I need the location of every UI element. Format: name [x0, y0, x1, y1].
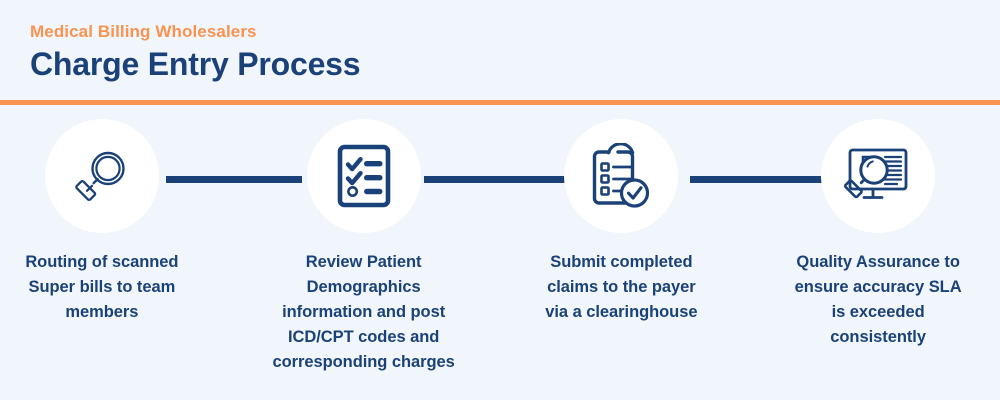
step-2-label: Review Patient Demographics information … [272, 253, 455, 371]
monitor-magnifier-icon [844, 145, 912, 207]
step-3-label: Submit completed claims to the payer via… [545, 253, 698, 321]
step-list: Routing of scanned Super bills to team m… [0, 105, 1000, 375]
step-4-label: Quality Assurance to ensure accuracy SLA… [794, 253, 962, 346]
process-step-4: Quality Assurance to ensure accuracy SLA… [756, 105, 1000, 350]
process-step-1: Routing of scanned Super bills to team m… [0, 105, 224, 325]
step-2-icon-circle [306, 119, 421, 233]
checklist-document-icon [335, 143, 393, 209]
step-3-icon-circle [564, 119, 679, 233]
accent-divider [0, 100, 1000, 105]
step-1-label: Routing of scanned Super bills to team m… [25, 253, 179, 321]
step-4-icon-circle [821, 119, 936, 233]
process-step-3: Submit completed claims to the payer via… [500, 105, 744, 325]
step-1-icon-circle [44, 119, 159, 233]
process-flow: Routing of scanned Super bills to team m… [0, 105, 1000, 400]
brand-name: Medical Billing Wholesalers [30, 22, 257, 41]
clipboard-check-icon [589, 143, 653, 209]
page-title: Charge Entry Process [30, 46, 361, 82]
process-step-2: Review Patient Demographics information … [242, 105, 486, 375]
magnifier-icon [71, 145, 133, 207]
page-header: Medical Billing Wholesalers Charge Entry… [0, 0, 1000, 100]
